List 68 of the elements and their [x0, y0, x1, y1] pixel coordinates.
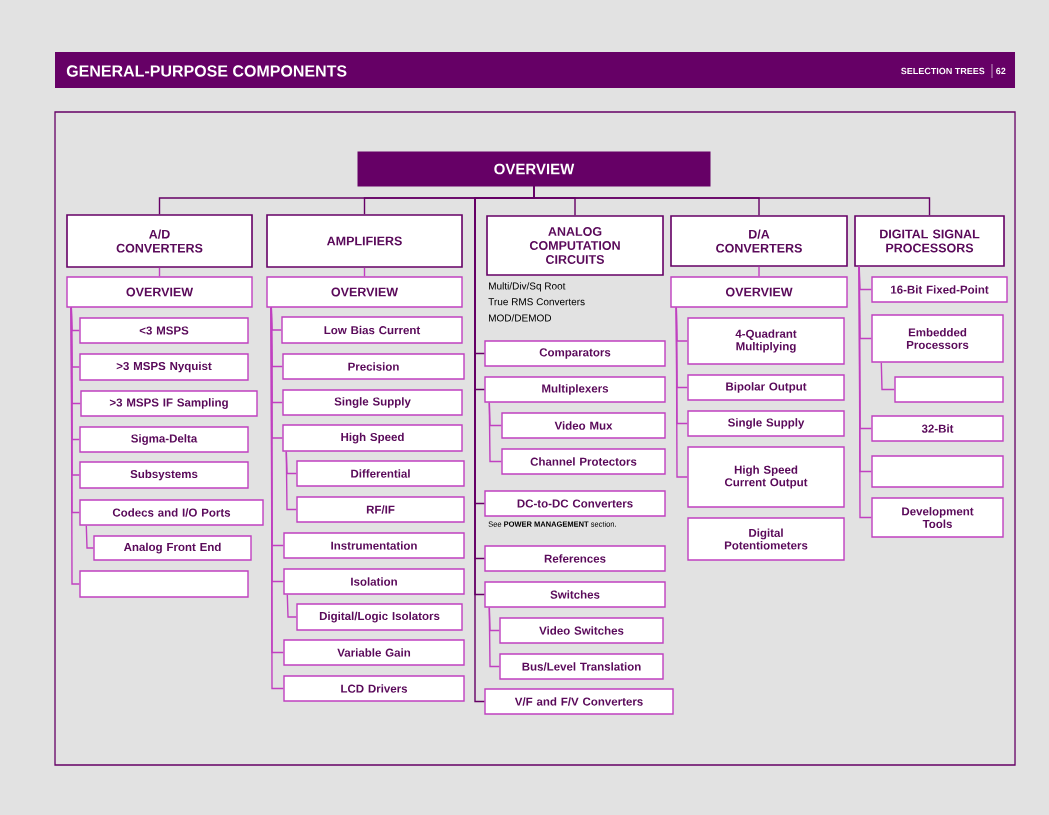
item-box: References [484, 545, 666, 572]
item-box: Variable Gain [283, 639, 465, 666]
connector-line [474, 185, 535, 703]
caption-text: True RMS Converters [488, 298, 585, 306]
item-box: Multiplexers [484, 376, 666, 403]
item-box: Bus/Level Translation [499, 653, 664, 680]
connector-line [286, 594, 297, 618]
category-box: DIGITAL SIGNAL PROCESSORS [854, 215, 1005, 267]
overview-box: OVERVIEW [670, 276, 848, 308]
item-box: 4-Quadrant Multiplying [687, 317, 845, 365]
connector-line [285, 451, 297, 511]
header-box: OVERVIEW [357, 151, 711, 187]
connector-line [758, 266, 760, 277]
title-text: GENERAL-PURPOSE COMPONENTS [66, 65, 347, 77]
connector-line [158, 267, 161, 277]
item-box: High Speed [282, 424, 463, 452]
item-box [894, 376, 1004, 403]
item-box: Codecs and I/O Ports [79, 499, 264, 526]
item-box: Low Bias Current [281, 316, 463, 344]
header-label: 62 [996, 67, 1006, 75]
caption-text: MOD/DEMOD [489, 314, 552, 322]
item-box: Comparators [484, 340, 666, 367]
item-box: Sigma-Delta [79, 426, 249, 453]
item-box: Differential [296, 460, 465, 487]
connector-line [85, 525, 94, 549]
item-box: Development Tools [871, 497, 1004, 538]
connector-line [880, 362, 895, 391]
item-box: DC-to-DC Converters [484, 490, 666, 517]
item-box: LCD Drivers [283, 675, 465, 702]
item-box: 16-Bit Fixed-Point [871, 276, 1008, 303]
item-box: Isolation [283, 568, 465, 595]
category-box: A/D CONVERTERS [66, 214, 253, 268]
connector-line [675, 307, 688, 478]
item-box: RF/IF [296, 496, 465, 523]
item-box: Digital/Logic Isolators [296, 603, 463, 631]
connector-line [363, 267, 366, 277]
connector-line [70, 307, 80, 585]
item-box: Single Supply [282, 389, 463, 416]
item-box: <3 MSPS [79, 317, 249, 344]
item-box: Channel Protectors [501, 448, 666, 475]
caption-text: Multi/Div/Sq Root [489, 282, 566, 292]
item-box: >3 MSPS Nyquist [79, 353, 249, 381]
item-box: Subsystems [79, 461, 249, 489]
item-box: Single Supply [687, 410, 845, 437]
item-box [871, 455, 1004, 488]
item-box [79, 570, 249, 598]
item-box: Video Mux [501, 412, 666, 439]
item-box: Precision [282, 353, 465, 380]
item-box: V/F and F/V Converters [484, 688, 674, 715]
item-box: Switches [484, 581, 666, 608]
item-box: Instrumentation [283, 532, 465, 559]
item-box: Digital Potentiometers [687, 517, 845, 561]
item-box: Video Switches [499, 617, 664, 644]
overview-box: OVERVIEW [66, 276, 253, 308]
connector-line [858, 266, 872, 519]
item-box: High Speed Current Output [687, 446, 845, 508]
connector-line [488, 402, 502, 463]
item-box: Embedded Processors [871, 314, 1004, 363]
item-box: Analog Front End [93, 535, 252, 561]
category-box: ANALOG COMPUTATION CIRCUITS [486, 215, 664, 276]
item-box: Bipolar Output [687, 374, 845, 401]
category-box: D/A CONVERTERS [670, 215, 848, 267]
header-label: SELECTION TREES [901, 67, 985, 75]
item-box: >3 MSPS IF Sampling [80, 390, 258, 417]
item-box: 32-Bit [871, 415, 1004, 442]
connector-line [488, 607, 500, 668]
overview-box: OVERVIEW [266, 276, 463, 308]
category-box: AMPLIFIERS [266, 214, 463, 268]
